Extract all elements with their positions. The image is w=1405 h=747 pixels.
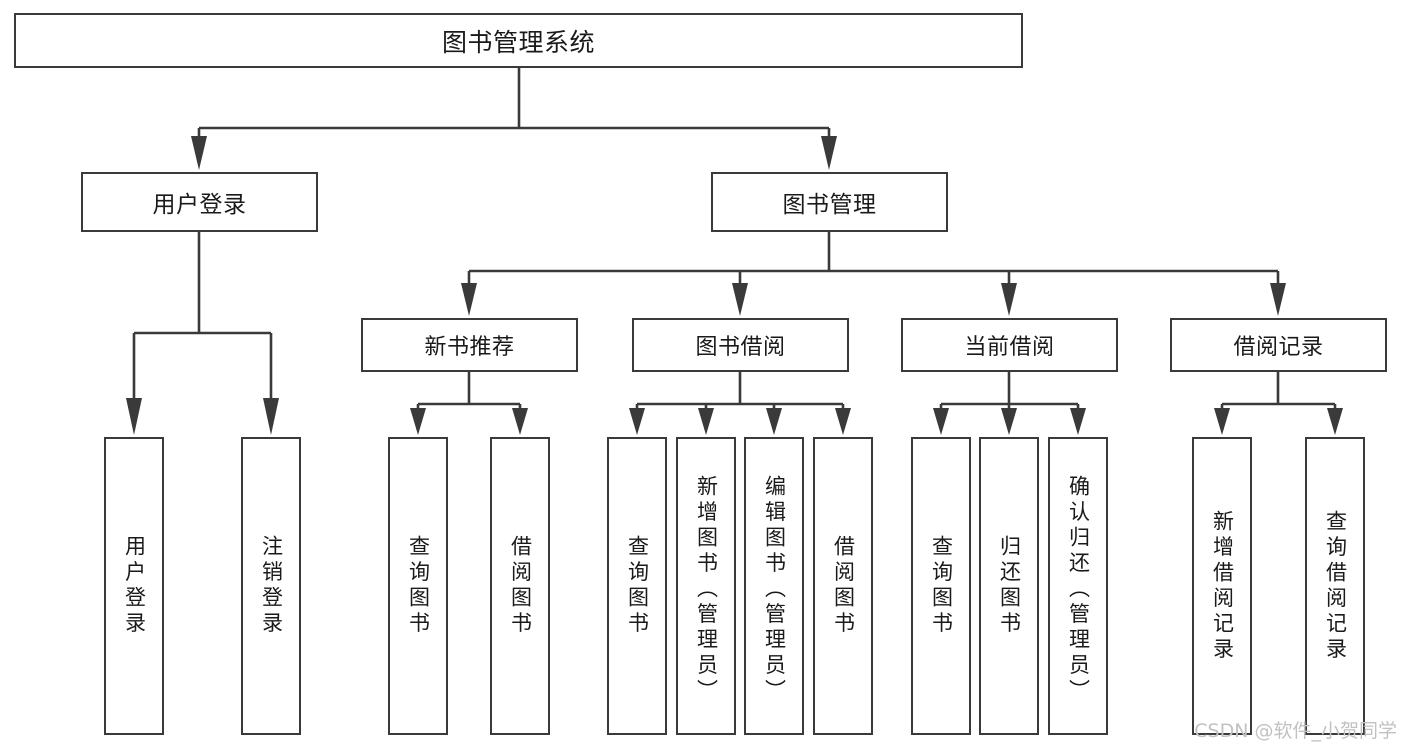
leaf-label: 编辑图书（管理员） bbox=[762, 475, 787, 705]
leaf-label: 借阅图书 bbox=[831, 535, 856, 637]
leaf-label: 查询图书 bbox=[625, 535, 650, 637]
node-label: 图书管理 bbox=[782, 192, 877, 218]
leaf-confirm-return-admin[interactable]: 确认归还（管理员） bbox=[1048, 437, 1108, 735]
node-book-borrow[interactable]: 图书借阅 bbox=[632, 318, 849, 372]
leaf-label: 新增借阅记录 bbox=[1210, 509, 1235, 663]
leaf-query-book-2[interactable]: 查询图书 bbox=[607, 437, 667, 735]
node-current-borrow[interactable]: 当前借阅 bbox=[901, 318, 1118, 372]
leaf-return-book[interactable]: 归还图书 bbox=[979, 437, 1039, 735]
leaf-add-book-admin[interactable]: 新增图书（管理员） bbox=[676, 437, 736, 735]
leaf-borrow-book-2[interactable]: 借阅图书 bbox=[813, 437, 873, 735]
leaf-user-login[interactable]: 用户登录 bbox=[104, 437, 164, 735]
node-label: 新书推荐 bbox=[424, 335, 515, 360]
csdn-watermark: CSDN @软件_小贺同学 bbox=[1194, 720, 1397, 742]
leaf-label: 确认归还（管理员） bbox=[1066, 475, 1091, 705]
leaf-logout[interactable]: 注销登录 bbox=[241, 437, 301, 735]
leaf-query-borrow-record[interactable]: 查询借阅记录 bbox=[1305, 437, 1365, 735]
leaf-add-borrow-record[interactable]: 新增借阅记录 bbox=[1192, 437, 1252, 735]
leaf-label: 新增图书（管理员） bbox=[694, 475, 719, 705]
node-new-book-recommend[interactable]: 新书推荐 bbox=[361, 318, 578, 372]
leaf-borrow-book-1[interactable]: 借阅图书 bbox=[490, 437, 550, 735]
leaf-label: 归还图书 bbox=[997, 535, 1022, 637]
leaf-query-book-3[interactable]: 查询图书 bbox=[911, 437, 971, 735]
node-label: 当前借阅 bbox=[964, 335, 1055, 360]
leaf-label: 查询图书 bbox=[929, 535, 954, 637]
leaf-label: 用户登录 bbox=[122, 535, 147, 637]
node-user-login[interactable]: 用户登录 bbox=[81, 172, 318, 232]
leaf-label: 借阅图书 bbox=[508, 535, 533, 637]
leaf-edit-book-admin[interactable]: 编辑图书（管理员） bbox=[744, 437, 804, 735]
node-label: 图书借阅 bbox=[695, 335, 786, 360]
node-book-manage[interactable]: 图书管理 bbox=[711, 172, 948, 232]
leaf-label: 查询图书 bbox=[406, 535, 431, 637]
node-label: 图书管理系统 bbox=[441, 27, 595, 57]
leaf-label: 注销登录 bbox=[259, 535, 284, 637]
node-label: 用户登录 bbox=[152, 192, 247, 218]
leaf-label: 查询借阅记录 bbox=[1323, 509, 1348, 663]
node-root-system[interactable]: 图书管理系统 bbox=[14, 13, 1023, 68]
leaf-query-book-1[interactable]: 查询图书 bbox=[388, 437, 448, 735]
node-label: 借阅记录 bbox=[1233, 335, 1324, 360]
node-borrow-record[interactable]: 借阅记录 bbox=[1170, 318, 1387, 372]
